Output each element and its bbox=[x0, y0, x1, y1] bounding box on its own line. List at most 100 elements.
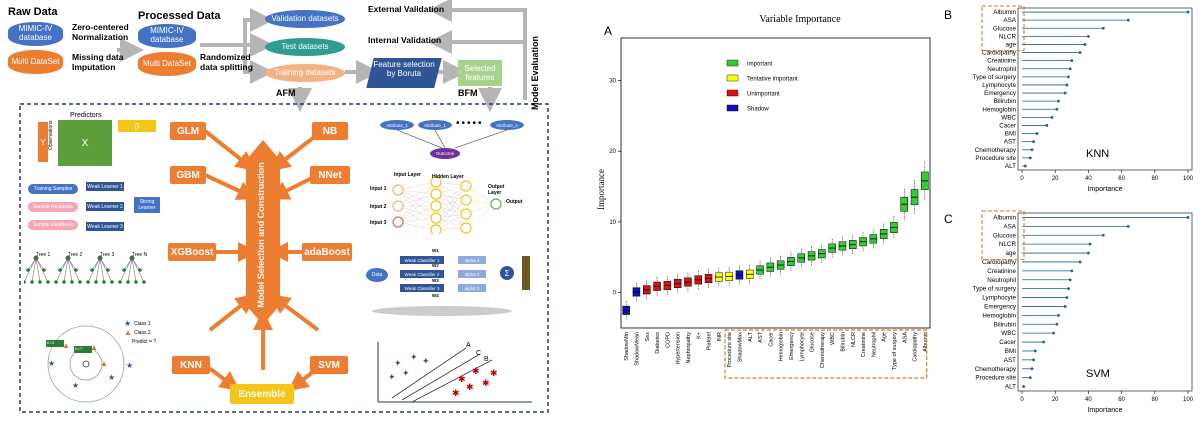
box-k- bbox=[694, 270, 702, 290]
category-label: Bilirubin bbox=[994, 98, 1017, 105]
svg-text:✦: ✦ bbox=[410, 352, 418, 362]
x-tick-label: Type of surgery bbox=[892, 332, 898, 370]
x-tick-label: Lymphocyte bbox=[799, 332, 805, 361]
y-tick-label: 10 bbox=[609, 220, 616, 226]
x-tick-label: COPD bbox=[665, 332, 671, 348]
outcome-node: Outcome bbox=[430, 148, 460, 159]
box-wbc bbox=[828, 238, 836, 258]
observations-label: Observations bbox=[48, 120, 54, 150]
k7-label: K=7 bbox=[75, 346, 83, 351]
lollipop-point bbox=[1022, 385, 1026, 388]
lollipop-point bbox=[1067, 287, 1070, 291]
svg-text:✱: ✱ bbox=[490, 368, 498, 378]
box-emergency bbox=[787, 252, 795, 271]
lollipop-point bbox=[1035, 132, 1039, 135]
category-label: Bilirubin bbox=[994, 321, 1017, 328]
input-2-label: Input 2 bbox=[370, 204, 387, 210]
y-tick-label: 0 bbox=[613, 291, 617, 297]
lollipop-point bbox=[1101, 26, 1105, 30]
category-label: Neutrophil bbox=[987, 277, 1016, 284]
svg-text:★: ★ bbox=[72, 381, 79, 390]
category-label: Glucose bbox=[993, 25, 1017, 32]
category-label: Glucose bbox=[993, 232, 1017, 239]
selected-features: Selected features bbox=[458, 60, 502, 86]
box-lymphocyte bbox=[797, 248, 805, 268]
category-label: Creatinine bbox=[987, 268, 1016, 275]
plot-frame bbox=[620, 37, 931, 329]
lollipop-point bbox=[1088, 242, 1092, 246]
legend-swatch bbox=[726, 59, 739, 67]
x-tick-label: Creatinine bbox=[861, 332, 867, 357]
y-vector: Y bbox=[38, 122, 48, 162]
lollipop-point bbox=[1052, 331, 1055, 335]
sum-node: Σ bbox=[500, 266, 514, 280]
y-tick-label: 20 bbox=[609, 149, 616, 155]
ada-cloud bbox=[372, 306, 512, 316]
category-label: Hemoglobin bbox=[982, 106, 1016, 113]
x-tick-label: ShadowMax bbox=[737, 332, 743, 363]
svg-text:✦: ✦ bbox=[422, 356, 430, 366]
mimic-db-2: MIMIC-IV database bbox=[138, 24, 196, 48]
legend-label: Important bbox=[747, 62, 773, 68]
x-tick-label: Procedure site bbox=[727, 332, 733, 367]
panel-b-inner-label: KNN bbox=[1086, 148, 1110, 160]
svm-diagram: ✦✦✦✦✦ ✱✱✱✱✱✱ bbox=[377, 342, 532, 403]
w3-label: W3 bbox=[432, 278, 439, 283]
x-tick-label: Platelet bbox=[707, 332, 713, 351]
x-tick-label: 0 bbox=[1020, 176, 1024, 182]
svm-line-b: B bbox=[484, 356, 489, 363]
category-label: Procedure site bbox=[975, 155, 1016, 162]
bfm-label: BFM bbox=[458, 88, 478, 98]
tree-2-label: Tree 2 bbox=[68, 252, 83, 258]
nnet-box: NNet bbox=[310, 166, 350, 184]
svg-text:✦: ✦ bbox=[394, 358, 402, 368]
lollipop-point bbox=[1063, 305, 1067, 308]
nb-box: NB bbox=[312, 122, 348, 140]
lollipop-point bbox=[1042, 340, 1045, 344]
legend-label: Tentative important bbox=[747, 77, 798, 83]
multi-dataset-2: Multi DataSet bbox=[138, 52, 196, 76]
panel-a-letter: A bbox=[604, 24, 613, 38]
box-platelet bbox=[704, 269, 713, 288]
weak-learner-2: Weak Learner 2 bbox=[86, 202, 124, 211]
box-shadowmin bbox=[622, 300, 630, 320]
category-label: Cardiopathy bbox=[982, 50, 1017, 57]
alpha-3: alpha 3 bbox=[458, 284, 486, 292]
strong-learner: Strong Learner bbox=[134, 197, 160, 213]
category-label: Chemotherapy bbox=[975, 366, 1017, 373]
svg-text:✱: ✱ bbox=[472, 366, 480, 376]
lollipop-point bbox=[1067, 75, 1070, 79]
top-features-highlight bbox=[981, 5, 1025, 52]
sample-residuals-1: Sample Residuals bbox=[28, 202, 78, 212]
flow-arrows bbox=[19, 0, 549, 413]
svg-text:▲: ▲ bbox=[62, 341, 70, 350]
test-datasets: Test datasets bbox=[265, 38, 345, 56]
category-label: AST bbox=[1004, 139, 1016, 146]
category-label: AST bbox=[1004, 357, 1016, 364]
svm-line-c: C bbox=[476, 350, 482, 357]
lollipop-point bbox=[1028, 156, 1032, 160]
lollipop-point bbox=[1055, 107, 1059, 111]
panel-b-lollipop: AlbuminASAGlucoseNLCRageCardiopathyCreat… bbox=[973, 5, 1194, 193]
internal-validation: Internal Validation bbox=[368, 35, 442, 45]
weak-learner-1: Weak Learner 1 bbox=[86, 182, 124, 191]
category-label: ASA bbox=[1003, 223, 1016, 230]
x-tick-label: 60 bbox=[1118, 397, 1125, 403]
lollipop-point bbox=[1083, 43, 1087, 46]
category-label: Cacer bbox=[999, 122, 1016, 129]
panel-a-title: Variable Importance bbox=[759, 14, 841, 25]
w1-label: W1 bbox=[432, 248, 439, 253]
lollipop-point bbox=[1057, 313, 1060, 317]
category-label: Type of surgery bbox=[973, 286, 1017, 293]
nb-edges bbox=[396, 129, 508, 149]
lollipop-point bbox=[1078, 51, 1082, 54]
lollipop-point bbox=[1050, 115, 1054, 119]
box-shadowmean bbox=[632, 282, 641, 302]
x-tick-label: Hypertension bbox=[676, 332, 682, 364]
x-tick-label: AST bbox=[758, 331, 764, 342]
x-tick-label: Sex bbox=[645, 332, 651, 342]
svg-text:✦: ✦ bbox=[388, 372, 396, 382]
external-validation: External Validation bbox=[368, 4, 445, 14]
knn-box: KNN bbox=[172, 356, 210, 374]
